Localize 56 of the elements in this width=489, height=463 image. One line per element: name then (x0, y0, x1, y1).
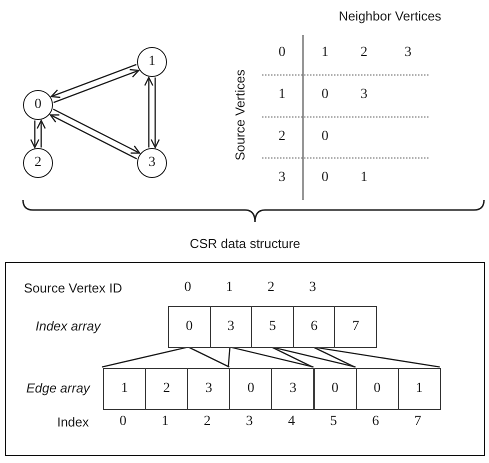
arrow (50, 64, 137, 98)
index-number: 6 (372, 414, 380, 430)
index-number: 4 (288, 414, 295, 430)
table-value: 2 (278, 129, 286, 145)
index-array-cell: 6 (292, 306, 336, 348)
table-value: 1 (322, 45, 328, 61)
arrow (36, 120, 46, 148)
index-number: 1 (162, 414, 169, 430)
index-number: 0 (120, 414, 127, 430)
array-label: Index array (35, 318, 101, 334)
axis-title: Source Vertices (232, 69, 248, 161)
edge-array-cell: 0 (314, 368, 357, 410)
section-heading: CSR data structure (190, 236, 300, 251)
axis-title: Neighbor Vertices (338, 8, 442, 24)
index-number: 3 (246, 414, 253, 430)
index-number: 2 (268, 280, 274, 296)
table-value: 0 (322, 170, 328, 186)
edge-array-cell: 0 (229, 368, 272, 410)
table-value: 0 (322, 129, 328, 145)
index-number: 2 (204, 414, 211, 430)
table-value: 3 (278, 170, 286, 186)
table-value: 1 (360, 170, 368, 186)
arrow (53, 68, 140, 104)
vertex-circle: 2 (23, 148, 53, 178)
index-array-cell: 3 (210, 306, 252, 348)
table-value: 3 (404, 45, 412, 61)
index-array-cell: 0 (168, 306, 211, 348)
array-label: Source Vertex ID (24, 280, 122, 296)
edge-array-cell: 1 (103, 368, 146, 410)
edge-array-cell: 3 (271, 368, 314, 410)
table-value: 3 (360, 87, 368, 103)
array-label: Index (57, 414, 89, 430)
index-number: 7 (414, 414, 422, 430)
index-array-cell: 7 (334, 306, 377, 348)
index-number: 1 (226, 280, 233, 296)
index-number: 0 (184, 280, 192, 296)
table-value: 2 (360, 45, 368, 61)
vertex-circle: 1 (137, 47, 167, 77)
vertex-circle: 0 (23, 90, 53, 120)
arrow (150, 78, 160, 148)
index-number: 5 (330, 414, 338, 430)
arrow (144, 76, 154, 148)
arrow (50, 114, 138, 160)
arrow (52, 108, 140, 154)
array-label: Edge array (26, 380, 90, 396)
edge-array-cell: 1 (398, 368, 441, 410)
table-value: 0 (322, 87, 328, 103)
table-value: 1 (278, 87, 286, 103)
arrow (30, 120, 40, 148)
edge-array-cell: 2 (145, 368, 188, 410)
index-number: 3 (309, 280, 316, 296)
index-array-cell: 5 (251, 306, 294, 348)
table-value: 0 (278, 45, 286, 61)
vertex-circle: 3 (137, 148, 167, 178)
edge-array-cell: 3 (187, 368, 230, 410)
edge-array-cell: 0 (356, 368, 399, 410)
